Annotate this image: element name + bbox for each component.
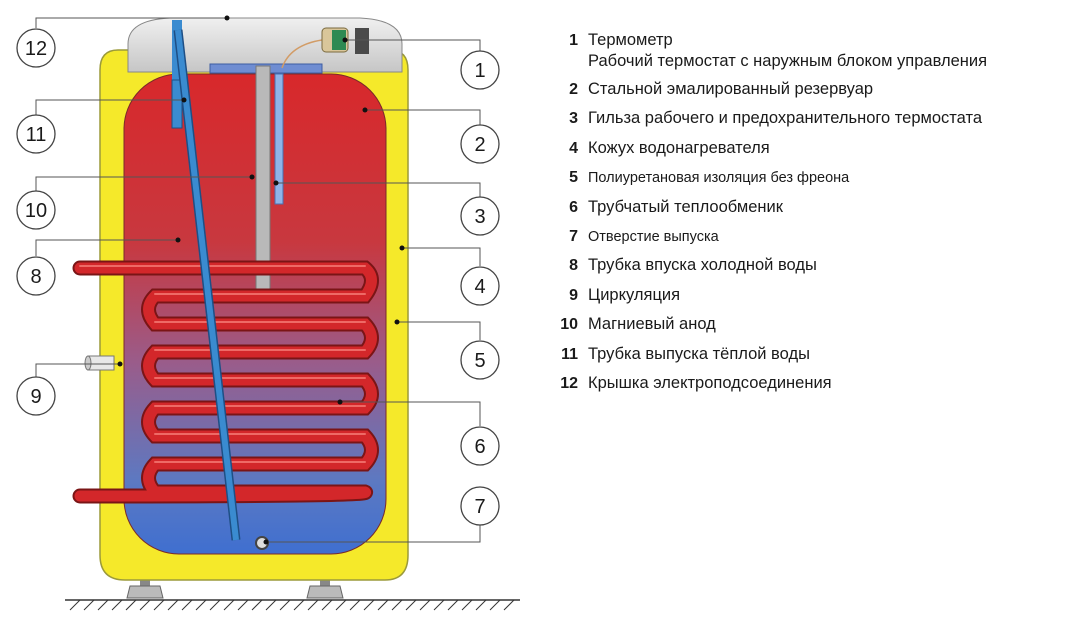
callout-label: 4: [474, 276, 485, 298]
legend-text: Полиуретановая изоляция без фреона: [588, 170, 850, 187]
legend-item-7: 7 Отверстие выпуска: [548, 222, 1083, 251]
thermostat-unit: [281, 27, 369, 69]
legend-item-9: 9 Циркуляция: [548, 281, 1083, 310]
legend-item-10: 10 Магниевый анод: [548, 310, 1083, 339]
legend-number: 6: [569, 198, 578, 216]
leader-dots: [117, 15, 405, 545]
legend-item-12: 12 Крышка электроподсоединения: [548, 369, 1083, 398]
circulation-port: [84, 355, 115, 371]
legend-item-2: 2 Стальной эмалированный резервуар: [548, 75, 1083, 104]
callout-12: 12: [16, 28, 56, 68]
legend-item-5: 5 Полиуретановая изоляция без фреона: [548, 163, 1083, 192]
legend-text: Трубка выпуска тёплой воды: [588, 344, 810, 363]
legend-number: 10: [560, 316, 578, 334]
legend-number: 2: [569, 81, 578, 98]
legend-text: Термометр Рабочий термостат с наружным б…: [588, 30, 987, 72]
floor: [65, 599, 520, 611]
legend-text: Отверстие выпуска: [588, 228, 719, 245]
legend-text: Магниевый анод: [588, 315, 716, 334]
legend-text: Трубка впуска холодной воды: [588, 256, 817, 275]
legend-text: Циркуляция: [588, 285, 681, 304]
legend-number: 7: [569, 227, 578, 245]
legend-item-8: 8 Трубка впуска холодной воды: [548, 251, 1083, 280]
legend-text: Гильза рабочего и предохранительного тер…: [588, 109, 983, 128]
legend-text: Кожух водонагревателя: [588, 138, 770, 157]
legend-text: Крышка электроподсоединения: [588, 373, 832, 392]
callout-10: 10: [16, 190, 56, 230]
callout-label: 9: [30, 386, 41, 408]
callout-3: 3: [460, 196, 500, 236]
legend-item-1: 1 Термометр Рабочий термостат с наружным…: [548, 30, 1083, 72]
water-heater-diagram: 12 1 11 2 10 3 8 4 5 9 6 7: [16, 15, 520, 611]
steel-tank: [123, 73, 387, 555]
legend-number: 1: [569, 32, 578, 49]
callout-1: 1: [460, 50, 500, 90]
callout-label: 5: [474, 350, 485, 372]
callout-6: 6: [460, 426, 500, 466]
heat-exchanger-coil: [72, 260, 379, 504]
callout-label: 6: [474, 436, 485, 458]
legend-number: 3: [569, 110, 578, 128]
callout-9: 9: [16, 376, 56, 416]
legend-number: 9: [569, 286, 578, 304]
callout-label: 8: [30, 266, 41, 288]
legend-item-4: 4 Кожух водонагревателя: [548, 134, 1083, 163]
callout-label: 1: [474, 60, 485, 82]
legend: 1 Термометр Рабочий термостат с наружным…: [548, 30, 1083, 398]
callout-label: 12: [25, 38, 47, 60]
legend-number: 12: [560, 374, 578, 392]
legend-number: 4: [569, 139, 578, 157]
legend-text: Стальной эмалированный резервуар: [588, 80, 874, 98]
callout-7: 7: [460, 486, 500, 526]
callout-11: 11: [16, 114, 56, 154]
callout-label: 7: [474, 496, 485, 518]
callout-5: 5: [460, 340, 500, 380]
thermostat-sleeve: [274, 73, 284, 205]
callout-label: 2: [474, 134, 485, 156]
legend-item-6: 6 Трубчатый теплообменик: [548, 193, 1083, 222]
callout-2: 2: [460, 124, 500, 164]
legend-number: 5: [569, 169, 578, 187]
callout-4: 4: [460, 266, 500, 306]
cold-water-inlet-pipe: [173, 29, 241, 541]
leader-lines: [35, 17, 481, 543]
legend-item-3: 3 Гильза рабочего и предохранительного т…: [548, 104, 1083, 133]
legend-line: Термометр: [588, 31, 673, 49]
legend-number: 8: [569, 257, 578, 275]
callout-label: 3: [474, 206, 485, 228]
callout-label: 11: [26, 124, 47, 146]
callout-8: 8: [16, 256, 56, 296]
legend-number: 11: [561, 345, 578, 363]
legend-line: Рабочий термостат с наружным блоком упра…: [588, 52, 988, 70]
legend-text: Трубчатый теплообменик: [588, 197, 783, 216]
callout-label: 10: [25, 200, 47, 222]
legend-item-11: 11 Трубка выпуска тёплой воды: [548, 340, 1083, 369]
